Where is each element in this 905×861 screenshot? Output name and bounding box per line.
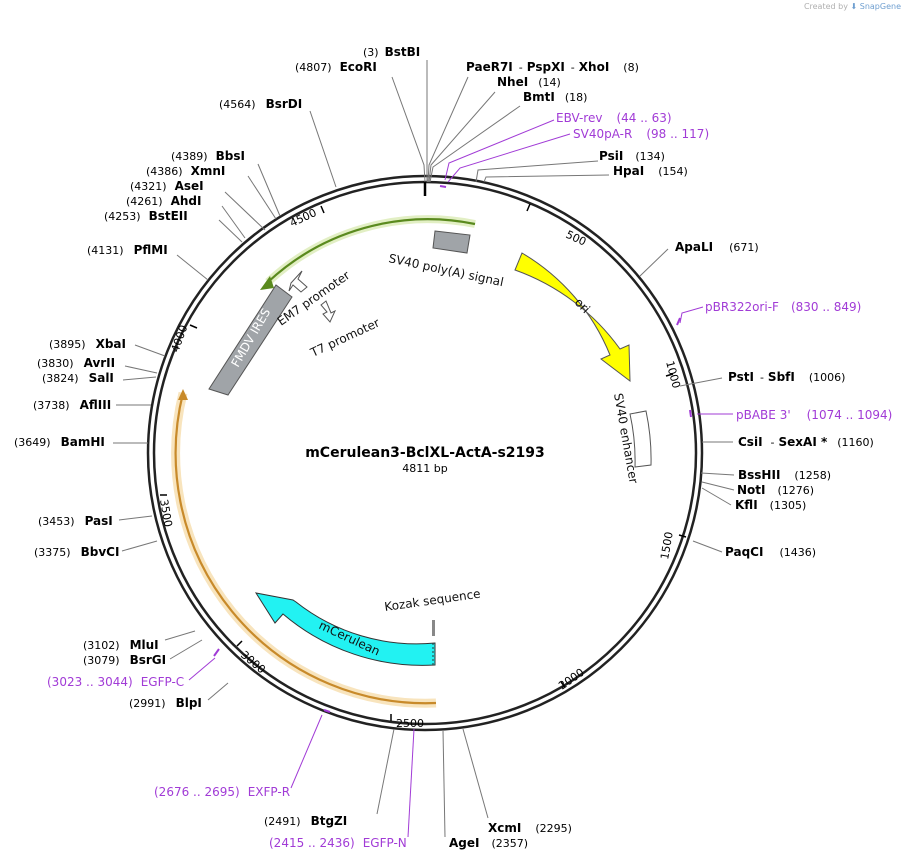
tick-label-3500: 3500 [157,498,175,528]
site-apali: ApaLI(671) [675,240,759,254]
site-ecori: (4807)EcoRI [295,60,377,74]
site-xcmi: XcmI(2295) [488,821,572,835]
site-paqci: PaqCI(1436) [725,545,816,559]
tick-label-4000: 4000 [169,323,191,354]
primer-sv40pa-r: SV40pA-R(98 .. 117) [573,127,709,141]
snapgene-credit: Created by ⬇ SnapGene [804,2,901,11]
site-bbvci: (3375)BbvCI [34,545,119,559]
site-xbai: (3895)XbaI [49,337,126,351]
orf-green-arc [267,218,476,283]
site-avrii: (3830)AvrII [37,356,115,370]
left-site-labels: (4807)EcoRI (4564)BsrDI (4389)BbsI (4386… [14,60,528,850]
primer-exfp-r: (2676 .. 2695)EXFP-R [154,785,290,799]
site-blpi: (2991)BlpI [129,696,202,710]
site-noti: NotI(1276) [737,483,814,497]
site-afliii: (3738)AflIII [33,398,111,412]
leader-lines [113,60,735,838]
orf-green-arrowhead [260,276,274,290]
primer-marks [213,185,692,713]
sv40-polya-label: SV40 poly(A) signal [387,251,505,289]
site-bsshii: BssHII(1258) [738,468,831,482]
site-bamhi: (3649)BamHI [14,435,105,449]
ori-feature [514,252,631,383]
snapgene-logo-icon: ⬇ [850,2,858,11]
sv40-polya-feature [432,230,471,254]
site-hpai: HpaI(154) [613,164,688,178]
site-pasi: (3453)PasI [38,514,113,528]
site-ahdi: (4261)AhdI [126,194,201,208]
right-site-labels: (3)BstBI PaeR7I-PspXI-XhoI(8) NheI(14) B… [363,45,892,835]
site-psti-sbfi: PstI-SbfI(1006) [728,370,845,384]
kozak-label: Kozak sequence [383,587,481,614]
t7-promoter-label: T7 promoter [307,316,381,361]
credit-prefix: Created by [803,2,848,11]
em7-promoter-arrow [288,270,308,293]
site-nhei: NheI(14) [497,75,561,89]
kozak-feature [432,620,435,636]
sv40-enhancer-feature [629,410,652,468]
primer-leader-lines [188,119,733,838]
site-psii: PsiI(134) [599,149,665,163]
site-bbsi: (4389)BbsI [171,149,245,163]
primer-ebv-rev: EBV-rev(44 .. 63) [556,111,672,125]
tick-label-2500: 2500 [396,717,424,730]
orf-orange-arc [174,392,437,705]
primer-egfp-c: (3023 .. 3044)EGFP-C [47,675,184,689]
orf-orange-arrowhead [178,389,188,400]
primer-egfp-n: (2415 .. 2436)EGFP-N [269,836,407,850]
site-bsrgi: (3079)BsrGI [83,653,166,667]
site-asei: (4321)AseI [130,179,204,193]
site-paer7i-group: PaeR7I-PspXI-XhoI(8) [466,60,639,74]
fmdv-ires-feature [208,284,293,396]
site-pflmi: (4131)PflMI [87,243,168,257]
site-sali: (3824)SalI [42,371,114,385]
site-bmti: BmtI(18) [523,90,587,104]
tick-marks [160,203,687,721]
t7-promoter-arrow [320,300,337,323]
site-bsteii: (4253)BstEII [104,209,188,223]
site-btgzi: (2491)BtgZI [264,814,347,828]
primer-pbr322ori-f: pBR322ori-F(830 .. 849) [705,300,861,314]
site-kfli: KflI(1305) [735,498,806,512]
tick-label-1500: 1500 [658,531,676,561]
site-agei: AgeI(2357) [449,836,528,850]
primer-pbabe-3: pBABE 3'(1074 .. 1094) [736,408,892,422]
site-bstbi: (3)BstBI [363,45,420,59]
site-xmni: (4386)XmnI [146,164,225,178]
site-bsrdi: (4564)BsrDI [219,97,302,111]
tick-label-500: 500 [564,228,589,249]
site-mlui: (3102)MluI [83,638,159,652]
mcerulean-feature [254,592,436,666]
plasmid-size: 4811 bp [402,462,447,475]
site-csii-sexai: CsiI-SexAI *(1160) [738,435,874,449]
plasmid-name: mCerulean3-BclXL-ActA-s2193 [305,445,545,461]
credit-brand: SnapGene [859,2,901,11]
